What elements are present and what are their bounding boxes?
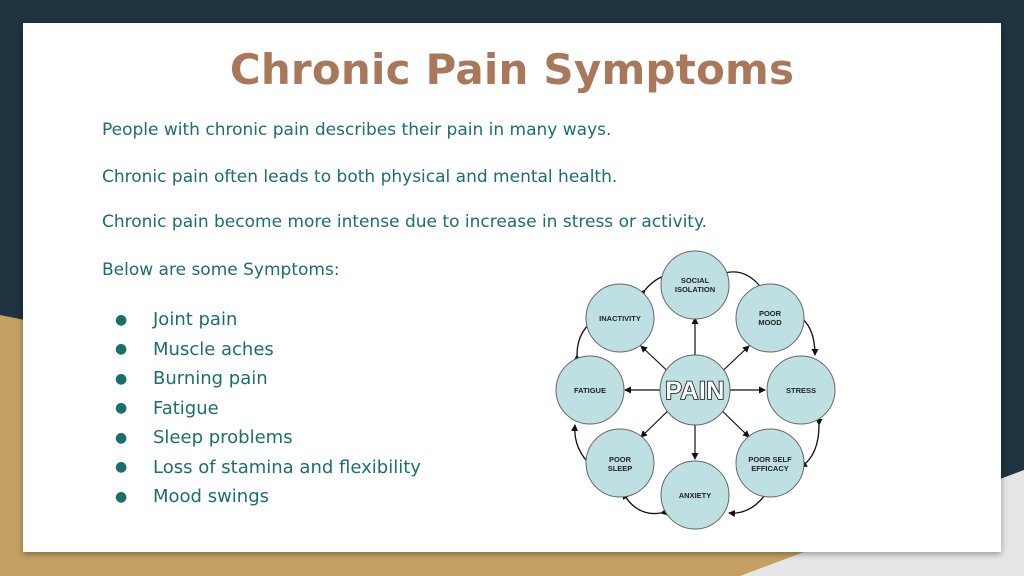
paragraph-4: Below are some Symptoms: xyxy=(102,260,340,280)
label-pain: PAIN xyxy=(665,377,725,405)
node-fatigue xyxy=(555,355,625,425)
slide: Chronic Pain Symptoms People with chroni… xyxy=(23,23,1001,552)
node-stress xyxy=(766,355,836,425)
list-item: ●Fatigue xyxy=(115,397,219,419)
paragraph-2: Chronic pain often leads to both physica… xyxy=(102,167,618,187)
list-item: ●Joint pain xyxy=(115,309,238,331)
symptom-list: ●Joint pain ●Muscle aches ●Burning pain … xyxy=(115,305,421,512)
node-anxiety xyxy=(660,460,730,530)
paragraph-3: Chronic pain become more intense due to … xyxy=(102,212,708,232)
label-anxiety: ANXIETY xyxy=(679,491,712,500)
bullet-icon: ● xyxy=(115,400,128,417)
label-stress: STRESS xyxy=(786,386,816,395)
node-poor-sleep xyxy=(585,428,655,498)
bullet-icon: ● xyxy=(115,459,128,476)
node-social-isolation xyxy=(660,250,730,320)
node-poor-self-efficacy xyxy=(735,428,805,498)
list-item: ●Muscle aches xyxy=(115,338,274,360)
list-item: ●Loss of stamina and flexibility xyxy=(115,456,421,478)
node-inactivity xyxy=(585,283,655,353)
node-pain-center xyxy=(659,354,731,426)
label-inactivity: INACTIVITY xyxy=(599,314,641,323)
label-poor-sleep-1: POOR xyxy=(609,455,632,464)
bullet-icon: ● xyxy=(115,370,128,387)
bullet-icon: ● xyxy=(115,429,128,446)
slide-title: Chronic Pain Symptoms xyxy=(229,45,795,94)
list-item: ●Sleep problems xyxy=(115,427,293,449)
bullet-icon: ● xyxy=(115,341,128,358)
list-item: ●Mood swings xyxy=(115,486,270,508)
label-efficacy-1: POOR SELF xyxy=(748,455,792,464)
label-efficacy-2: EFFICACY xyxy=(751,464,789,473)
label-social: SOCIAL xyxy=(681,276,710,285)
pain-cycle-diagram: SOCIAL ISOLATION POOR MOOD STRESS POOR S… xyxy=(555,250,836,530)
bullet-icon: ● xyxy=(115,311,128,328)
label-fatigue: FATIGUE xyxy=(574,386,606,395)
list-item: ●Burning pain xyxy=(115,368,268,390)
label-poor-sleep-2: SLEEP xyxy=(608,464,633,473)
bullet-icon: ● xyxy=(115,488,128,505)
node-poor-mood xyxy=(735,283,805,353)
label-isolation: ISOLATION xyxy=(675,285,715,294)
label-poor-mood-1: POOR xyxy=(759,309,782,318)
label-poor-mood-2: MOOD xyxy=(758,318,782,327)
paragraph-1: People with chronic pain describes their… xyxy=(102,120,612,140)
